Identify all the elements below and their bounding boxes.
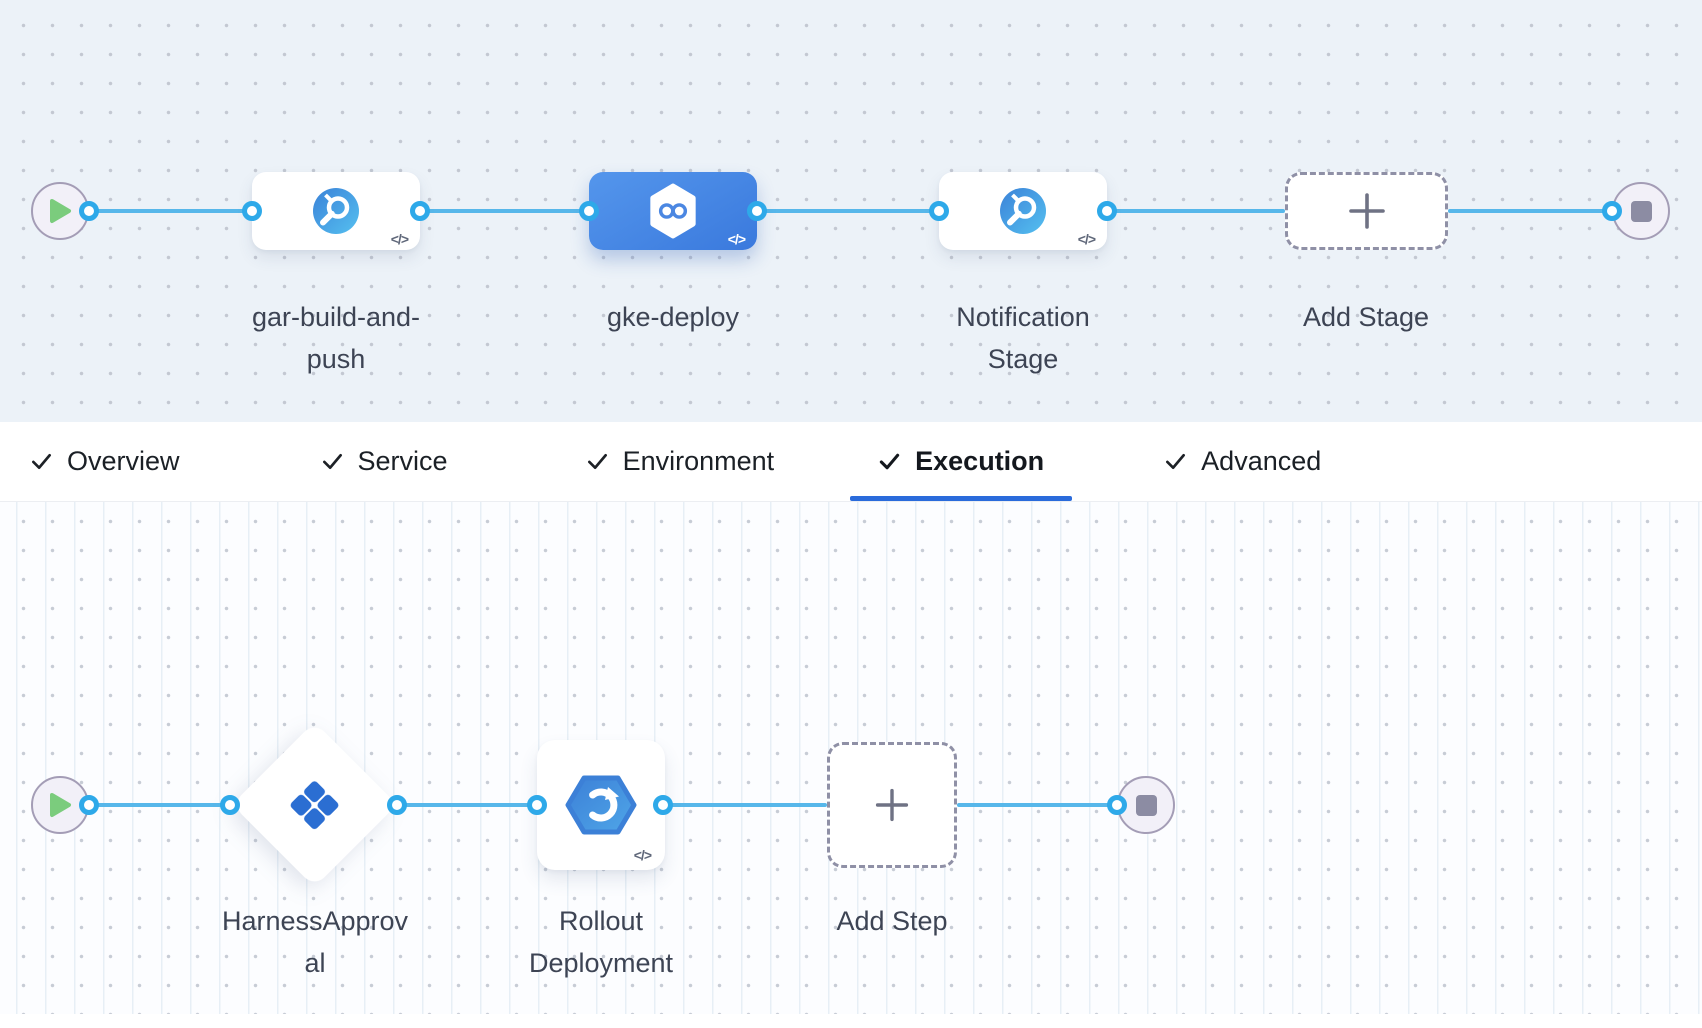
stage-yaml-badge[interactable]: </> <box>390 231 409 247</box>
stage-yaml-badge[interactable]: </> <box>727 231 746 247</box>
stage-card-notification-stage[interactable]: </> <box>939 172 1107 250</box>
check-icon <box>879 453 900 470</box>
connector-port[interactable] <box>1107 795 1127 815</box>
tab-label: Overview <box>67 446 180 476</box>
connector-port[interactable] <box>929 201 949 221</box>
connector-port[interactable] <box>387 795 407 815</box>
stage-yaml-badge[interactable]: </> <box>1077 231 1096 247</box>
connector-port[interactable] <box>527 795 547 815</box>
tab-advanced[interactable]: Advanced <box>1136 422 1349 501</box>
stage-canvas: </> </> </> <box>0 0 1702 422</box>
tab-label: Service <box>357 446 448 476</box>
stop-icon <box>1135 794 1157 816</box>
tab-execution[interactable]: Execution <box>850 422 1073 501</box>
connector-port[interactable] <box>1097 201 1117 221</box>
connector-line <box>89 209 252 213</box>
connector-line <box>89 803 230 807</box>
custom-stage-icon <box>1000 188 1046 234</box>
tab-environment[interactable]: Environment <box>558 422 803 501</box>
stage-label[interactable]: gke-deploy <box>606 302 740 332</box>
add-step-button[interactable] <box>827 742 957 868</box>
approval-step-icon <box>290 780 339 829</box>
stop-icon <box>1630 200 1652 222</box>
step-card-harness-approval[interactable] <box>231 721 398 888</box>
stage-card-gke-deploy[interactable]: </> <box>589 172 757 250</box>
connector-line <box>663 803 827 807</box>
deploy-stage-icon <box>650 183 696 239</box>
connector-port[interactable] <box>579 201 599 221</box>
connector-line <box>420 209 589 213</box>
tab-overview[interactable]: Overview <box>2 422 208 501</box>
tab-label: Environment <box>622 446 775 476</box>
step-label[interactable]: Rollout Deployment <box>528 906 674 978</box>
canvas-bottom-edge <box>0 1014 1702 1028</box>
connector-port[interactable] <box>410 201 430 221</box>
check-icon <box>1166 453 1186 470</box>
plus-icon <box>1348 193 1385 229</box>
tab-service[interactable]: Service <box>293 422 476 501</box>
connector-line <box>397 803 537 807</box>
stage-label[interactable]: Notification Stage <box>956 302 1090 374</box>
step-yaml-badge[interactable]: </> <box>633 847 652 863</box>
gke-rollout-icon <box>565 775 637 835</box>
add-step-label[interactable]: Add Step <box>836 906 948 936</box>
connector-line <box>1107 209 1285 213</box>
connector-port[interactable] <box>653 795 673 815</box>
tab-label: Execution <box>915 446 1045 476</box>
step-label[interactable]: HarnessApproval <box>221 906 409 978</box>
tab-label: Advanced <box>1201 446 1322 476</box>
stage-config-tabbar: Overview Service Environment Execution A… <box>0 422 1702 502</box>
add-stage-label[interactable]: Add Stage <box>1302 302 1430 332</box>
play-icon <box>50 199 71 223</box>
play-icon <box>50 793 71 817</box>
connector-port[interactable] <box>1602 201 1622 221</box>
connector-port[interactable] <box>79 201 99 221</box>
connector-line <box>757 209 939 213</box>
check-icon <box>322 453 342 470</box>
connector-line <box>957 803 1117 807</box>
connector-line <box>1448 209 1612 213</box>
step-card-rollout-deployment[interactable]: </> <box>537 740 665 870</box>
connector-port[interactable] <box>220 795 240 815</box>
connector-port[interactable] <box>747 201 767 221</box>
check-icon <box>32 453 51 470</box>
stage-card-gar-build-and-push[interactable]: </> <box>252 172 420 250</box>
check-icon <box>587 453 607 470</box>
connector-port[interactable] <box>242 201 262 221</box>
plus-icon <box>875 788 909 822</box>
stage-label[interactable]: gar-build-and-push <box>251 302 421 374</box>
custom-stage-icon <box>313 188 359 234</box>
add-stage-button[interactable] <box>1285 172 1448 250</box>
connector-port[interactable] <box>79 795 99 815</box>
